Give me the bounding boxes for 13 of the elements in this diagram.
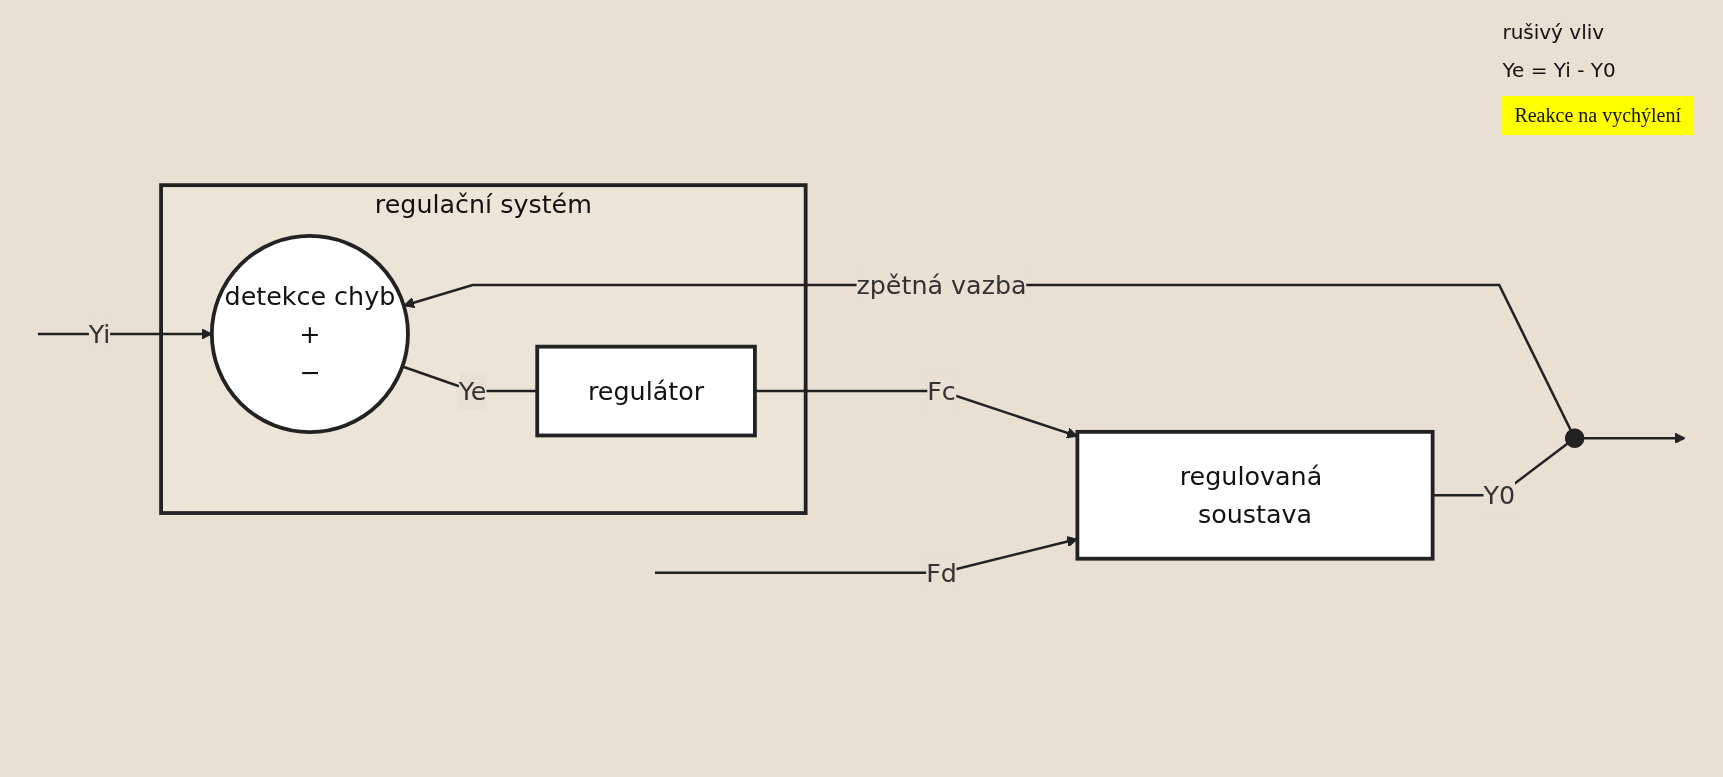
node-box: regulátor — [535, 344, 757, 438]
node-circle: detekce chyb + − — [209, 234, 410, 434]
edge-label: Fc — [927, 375, 956, 407]
edge-label: Yi — [88, 318, 111, 350]
edge-label: Fd — [926, 557, 957, 588]
node-box: regulovaná soustava — [1075, 430, 1435, 561]
label-text: rušivý vliv — [1502, 20, 1605, 44]
edge-label: Ye — [458, 375, 487, 407]
edge-label: Y0 — [1483, 480, 1516, 511]
note-box: Reakce na vychýlení — [1502, 96, 1693, 135]
edge-label: zpětná vazba — [856, 269, 1027, 301]
label-text: Ye = Yi - Y0 — [1502, 58, 1616, 82]
arrow — [1583, 432, 1686, 444]
